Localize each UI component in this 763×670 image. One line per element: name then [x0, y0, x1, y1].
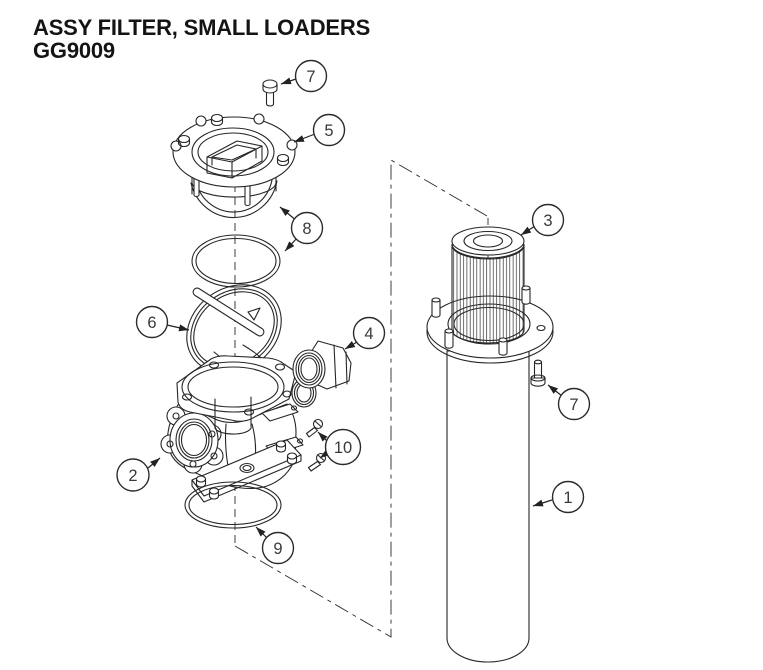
svg-text:3: 3: [543, 212, 552, 230]
callout-7-right: 7: [557, 387, 591, 421]
page-title: ASSY FILTER, SMALL LOADERS GG9009: [33, 16, 370, 62]
title-line-1: ASSY FILTER, SMALL LOADERS: [33, 15, 371, 40]
part-filter-head: [160, 355, 317, 503]
part-head-screws: [305, 418, 327, 472]
part-head-oring: [184, 481, 282, 529]
callout-3: 3: [531, 203, 565, 237]
callout-8: 8: [290, 211, 324, 245]
svg-text:10: 10: [334, 439, 352, 457]
svg-text:9: 9: [273, 540, 282, 558]
svg-text:1: 1: [563, 489, 572, 507]
callout-4: 4: [352, 316, 386, 350]
callout-5: 5: [312, 113, 346, 147]
part-filter-element: [451, 226, 525, 344]
part-bolt-top: [262, 79, 278, 107]
part-canister: [446, 350, 530, 663]
callout-7-top: 7: [294, 59, 328, 93]
svg-text:4: 4: [364, 325, 373, 343]
part-bolt-right: [530, 359, 546, 387]
flange-studs: [431, 285, 531, 356]
highlight-circle: [116, 458, 150, 492]
svg-text:7: 7: [569, 396, 578, 414]
title-line-2: GG9009: [33, 38, 115, 63]
callout-10: 10: [324, 428, 362, 466]
callout-1: 1: [551, 480, 585, 514]
callout-2-highlighted: 2: [116, 458, 150, 492]
leader-lines: [147, 77, 563, 540]
callout-9: 9: [261, 531, 295, 565]
part-cover-assembly: [170, 113, 298, 219]
svg-text:2: 2: [128, 467, 137, 485]
part-hex-fitting: [292, 340, 352, 390]
svg-text:5: 5: [324, 122, 333, 140]
callouts: 7 5 8 6 4 3 7: [116, 59, 591, 565]
svg-text:7: 7: [306, 68, 315, 86]
svg-text:8: 8: [302, 220, 311, 238]
part-cover-oring: [191, 234, 281, 288]
callout-6: 6: [135, 305, 169, 339]
svg-text:6: 6: [147, 314, 156, 332]
